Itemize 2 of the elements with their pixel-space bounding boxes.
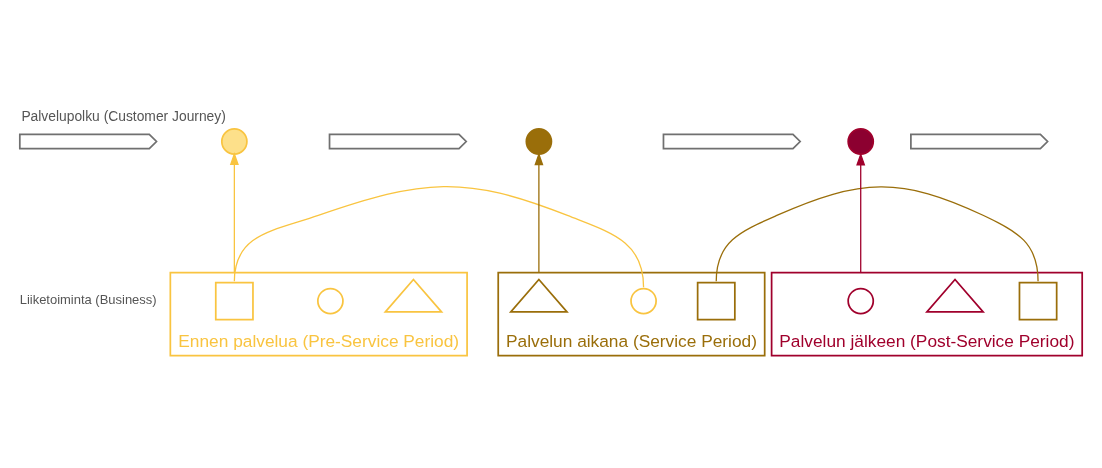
label: Liiketoiminta (Business) bbox=[19, 291, 157, 307]
diagram-title: Palvelupolku (Customer Journey) bbox=[21, 107, 226, 124]
